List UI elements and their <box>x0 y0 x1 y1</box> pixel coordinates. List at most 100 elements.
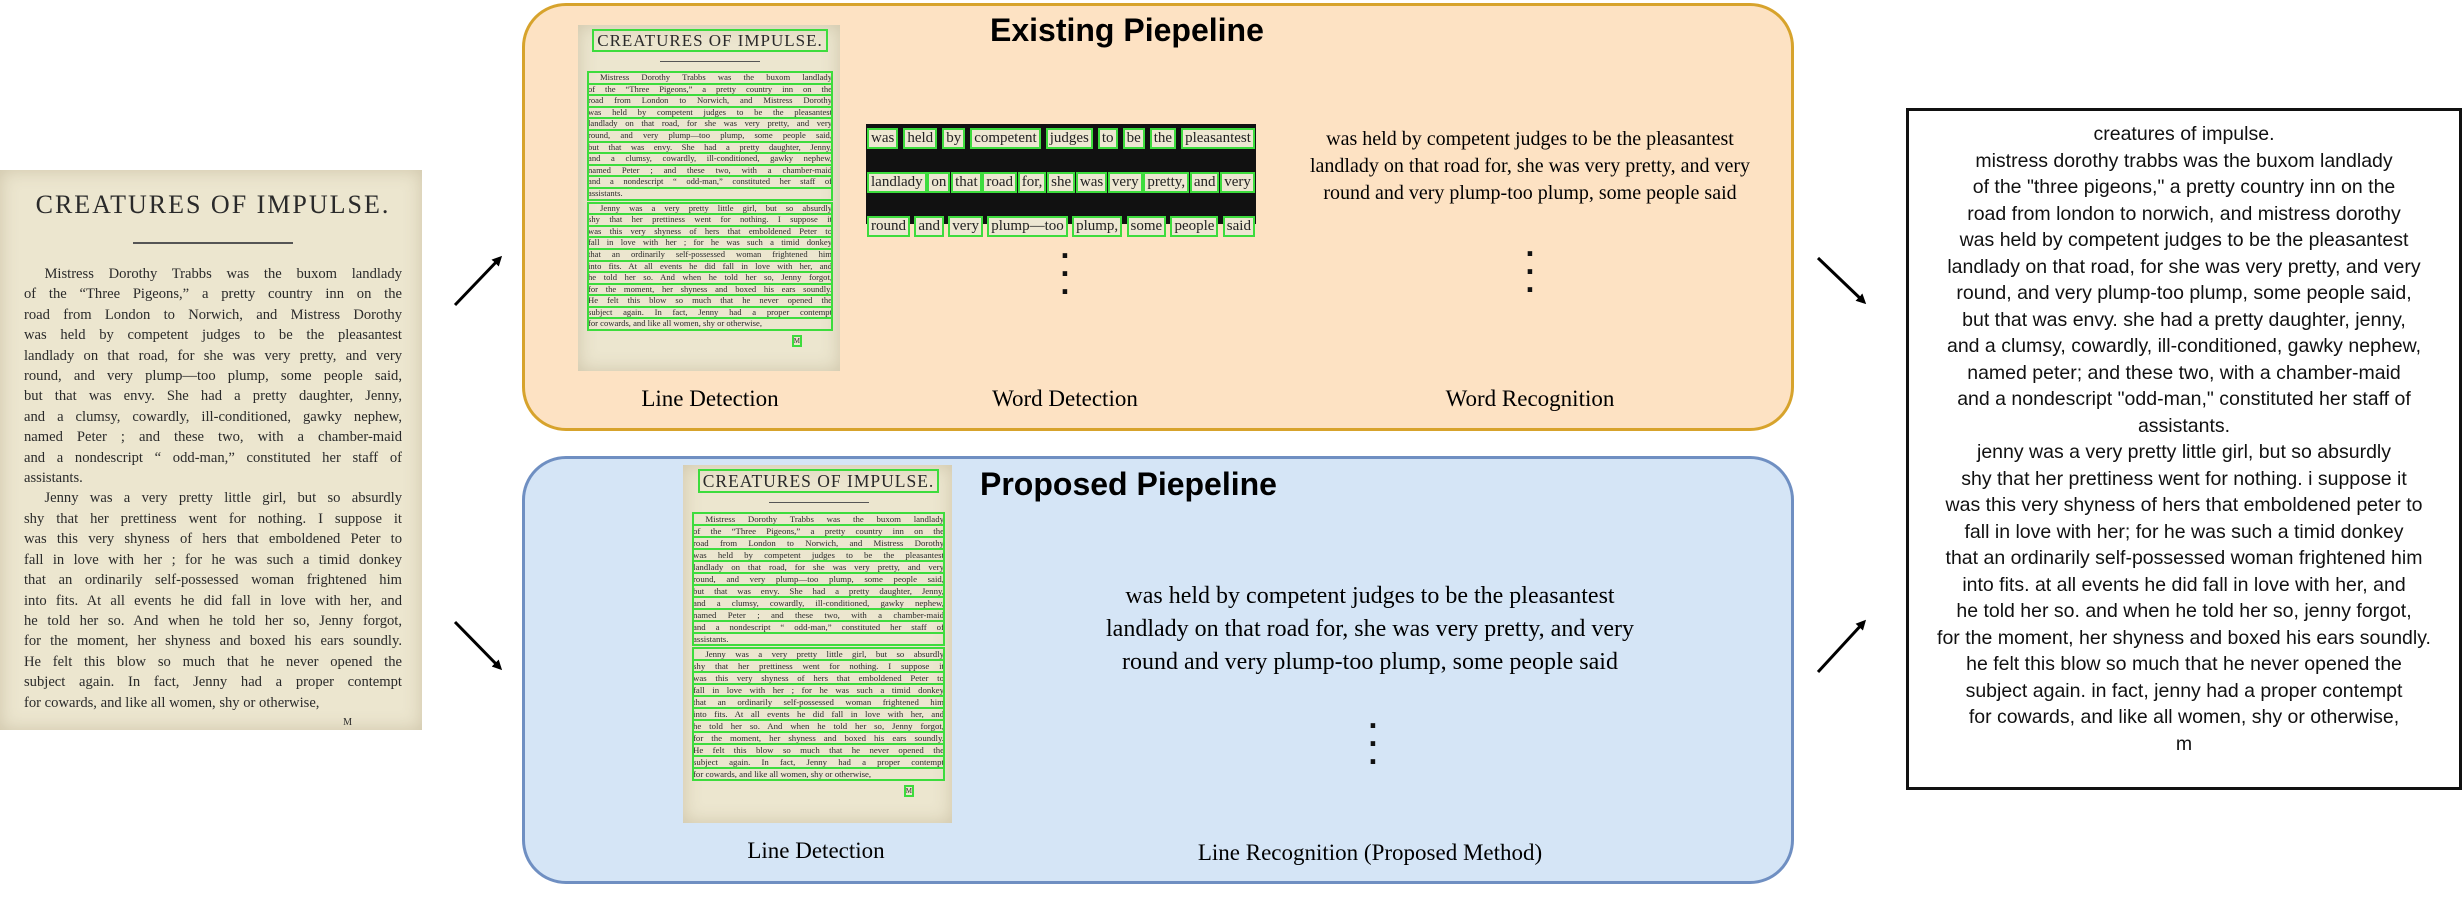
output-line: landlady on that road, for she was very … <box>1947 255 2421 278</box>
arrow-existing-to-output <box>1816 256 1867 305</box>
detected-word: the <box>1149 127 1177 149</box>
text-line: for cowards, and like all women, shy or … <box>24 694 320 711</box>
output-text-lines: creatures of impulse.mistress dorothy tr… <box>1909 121 2459 757</box>
arrow-proposed-to-output <box>1816 619 1867 674</box>
text-line: and a nondescript “ odd-man,” constitute… <box>587 175 833 189</box>
source-document-title: CREATURES OF IMPULSE. <box>35 190 391 219</box>
output-line: for cowards, and like all women, shy or … <box>1968 706 2400 728</box>
detected-word: people <box>1170 215 1219 237</box>
text-line: assistants. <box>587 186 833 201</box>
word-detection-dots: ... <box>1060 229 1070 301</box>
text-line: assistants. <box>24 470 83 487</box>
proposed-det-page-mark: M <box>903 785 914 797</box>
detected-word: and <box>1189 171 1220 193</box>
detected-word: very <box>1220 171 1255 193</box>
detected-word: to <box>1097 127 1118 149</box>
text-line: and a clumsy, cowardly, ill-conditioned,… <box>692 596 945 610</box>
text-line: for cowards, and like all women, shy or … <box>587 317 833 332</box>
stage-line-recognition: Line Recognition (Proposed Method) <box>1197 840 1543 865</box>
text-line: named Peter ; and these two, with a cham… <box>692 608 945 622</box>
output-line: round, and very plump-too plump, some pe… <box>1956 282 2412 304</box>
text-line: and a clumsy, cowardly, ill-conditioned,… <box>587 152 833 166</box>
output-line: m <box>2175 732 2193 755</box>
text-line: that an ordinarily self-possessed woman … <box>692 695 945 709</box>
output-line: into fits. at all events he did fall in … <box>1962 573 2406 596</box>
text-line: road from London to Norwich, and Mistres… <box>587 94 833 108</box>
output-line: of the "three pigeons," a pretty country… <box>1972 176 2396 198</box>
source-document-image: CREATURES OF IMPULSE. Mistress Dorothy T… <box>0 170 422 730</box>
output-line: creatures of impulse. <box>2093 123 2275 145</box>
stage-word-detection: Word Detection <box>992 386 1138 411</box>
text-line: of the “Three Pigeons,” a pretty country… <box>587 82 833 97</box>
existing-det-title: CREATURES OF IMPULSE. <box>592 29 828 52</box>
text-line: was held by competent judges to be the p… <box>692 548 945 562</box>
text-line: of the “Three Pigeons,” a pretty country… <box>24 286 402 303</box>
source-page-mark: M <box>343 716 352 728</box>
text-line: subject again. In fact, Jenny had a prop… <box>692 755 945 769</box>
word-recognition-line: landlady on that road for, she was very … <box>1310 155 1750 177</box>
text-line: but that was envy. She had a pretty daug… <box>24 388 402 405</box>
existing-pipeline-title: Existing Piepeline <box>990 12 1264 48</box>
line-recognition-line: round and very plump-too plump, some peo… <box>1122 649 1618 675</box>
detected-word: on <box>927 171 951 193</box>
output-line: assistants. <box>2137 414 2231 437</box>
output-line: and a nondescript "odd-man," constituted… <box>1957 388 2411 410</box>
source-title-rule <box>133 242 293 244</box>
text-line: round, and very plump—too plump, some pe… <box>587 129 833 143</box>
text-line: subject again. In fact, Jenny had a prop… <box>24 674 402 691</box>
text-line: he told her so. And when he told her so,… <box>692 719 945 733</box>
line-recognition-line: was held by competent judges to be the p… <box>1125 583 1615 609</box>
detected-word: she <box>1047 171 1076 193</box>
detected-word: pretty, <box>1143 171 1190 193</box>
text-line: Mistress Dorothy Trabbs was the buxom la… <box>692 512 945 526</box>
text-line: He felt this blow so much that he never … <box>692 743 945 757</box>
text-line: for the moment, her shyness and boxed hi… <box>587 282 833 297</box>
text-line: for the moment, her shyness and boxed hi… <box>692 731 945 745</box>
text-line: was held by competent judges to be the p… <box>587 105 833 120</box>
detected-word: pleasantest <box>1181 127 1255 149</box>
text-line: he told her so. And when he told her so,… <box>587 271 833 285</box>
detected-word: was <box>866 127 899 149</box>
text-line: fall in love with her ; for he was such … <box>587 236 833 250</box>
word-recognition-line: was held by competent judges to be the p… <box>1326 128 1734 150</box>
detected-word: some <box>1126 215 1167 237</box>
text-line: Jenny was a very pretty little girl, but… <box>692 647 945 661</box>
existing-det-body: Mistress Dorothy Trabbs was the buxom la… <box>587 71 833 332</box>
text-line: landlady on that road, for she was very … <box>587 117 833 131</box>
text-line: Mistress Dorothy Trabbs was the buxom la… <box>44 266 402 282</box>
text-line: He felt this blow so much that he never … <box>587 294 833 308</box>
stage-word-recognition: Word Recognition <box>1445 386 1615 411</box>
detected-word: and <box>914 215 944 237</box>
detected-word: for, <box>1017 171 1047 193</box>
text-line: fall in love with her ; for he was such … <box>692 683 945 697</box>
detected-word: by <box>942 127 966 149</box>
output-line: for the moment, her shyness and boxed hi… <box>1937 626 2431 649</box>
detected-word: very <box>1107 171 1143 193</box>
text-line: that an ordinarily self-possessed woman … <box>587 247 833 262</box>
text-line: into fits. At all events he did fall in … <box>24 592 402 609</box>
detected-word: round <box>867 215 910 237</box>
output-line: fall in love with her; for he was such a… <box>1964 520 2404 543</box>
text-line: was this very shyness of hers that embol… <box>24 531 402 548</box>
proposed-det-body: Mistress Dorothy Trabbs was the buxom la… <box>692 512 945 781</box>
text-line: road from London to Norwich, and Mistres… <box>692 536 945 550</box>
word-recognition-text: was held by competent judges to be the p… <box>1270 126 1790 207</box>
line-recognition-text: was held by competent judges to be the p… <box>1020 580 1720 679</box>
line-recognition-dots: ... <box>1368 699 1378 771</box>
text-line: for cowards, and like all women, shy or … <box>692 767 945 781</box>
text-line: landlady on that road, for she was very … <box>692 560 945 574</box>
text-line: Jenny was a very pretty little girl, but… <box>587 201 833 216</box>
proposed-line-detection-image: CREATURES OF IMPULSE. Mistress Dorothy T… <box>683 465 952 823</box>
line-recognition-line: landlady on that road for, she was very … <box>1106 616 1634 642</box>
text-line: but that was envy. She had a pretty daug… <box>587 140 833 155</box>
text-line: subject again. In fact, Jenny had a prop… <box>587 305 833 320</box>
text-line: and a nondescript “ odd-man,” constitute… <box>24 449 402 466</box>
text-line: into fits. At all events he did fall in … <box>692 707 945 721</box>
detected-word: competent <box>970 127 1041 149</box>
existing-line-detection-image: CREATURES OF IMPULSE. Mistress Dorothy T… <box>578 25 840 371</box>
text-line: and a clumsy, cowardly, ill-conditioned,… <box>24 408 402 425</box>
text-line: Jenny was a very pretty little girl, but… <box>44 490 402 507</box>
detected-word: said <box>1222 215 1255 237</box>
